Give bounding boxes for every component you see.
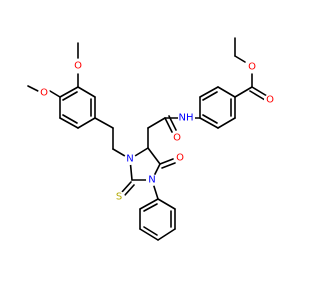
oxygen-methoxy-top: O (72, 60, 84, 72)
structure-canvas: O O O O O O NH N (27, 37, 276, 241)
oxygen-atom-label: O (266, 95, 274, 106)
bond (251, 86, 268, 97)
sulfur-atom-label: S (116, 192, 122, 203)
bond (139, 198, 159, 210)
bond (217, 117, 236, 129)
nitrogen-atom-label: N (126, 154, 133, 165)
dimethoxyphenyl-ring (59, 86, 96, 129)
bond (49, 90, 61, 98)
bond (234, 86, 253, 98)
bond (249, 90, 266, 101)
bond (164, 117, 173, 133)
bond (62, 91, 78, 101)
nitrogen-atom-label: NH (179, 113, 194, 124)
bond (77, 86, 96, 98)
methoxy-groups (27, 42, 79, 98)
oxygen-ester-ether: O (246, 61, 258, 73)
oxygen-atom-label: O (173, 133, 181, 144)
ring-carbonyl (159, 158, 176, 169)
oxygen-atom-label: O (40, 88, 48, 99)
benzoate-ring (199, 86, 236, 129)
molecule-structure: O O O O O O NH N (27, 37, 276, 241)
nitrogen-atom-label: N (148, 175, 155, 186)
oxygen-ester-carbonyl: O (264, 94, 276, 106)
bond (147, 147, 161, 165)
bond (147, 117, 166, 129)
oxygen-ring-carbonyl: O (174, 152, 186, 164)
bond (202, 91, 218, 101)
ethyl-linker (94, 117, 131, 160)
bond (202, 114, 218, 124)
bond (159, 158, 174, 165)
oxygen-atom-label: O (248, 62, 256, 73)
thione-group (121, 181, 135, 196)
bond (161, 162, 176, 169)
bond (27, 85, 39, 92)
bond (121, 181, 132, 193)
bond (143, 203, 158, 212)
n-phenyl-ring (139, 179, 176, 241)
atom-labels: O O O O O O NH N (38, 60, 276, 203)
sulfur-thione: S (113, 191, 125, 203)
bond (157, 198, 176, 210)
bond (94, 117, 114, 129)
bond (234, 55, 246, 63)
bond (217, 86, 236, 98)
nitrogen-amide: NH (178, 111, 195, 124)
bond (77, 117, 96, 129)
oxygen-methoxy-left: O (38, 87, 50, 99)
bond (59, 117, 79, 129)
bond (157, 228, 176, 241)
ethyl-ester (234, 37, 268, 101)
bond (124, 184, 135, 196)
oxygen-amide: O (171, 132, 183, 144)
bond (143, 226, 158, 236)
nitrogen-ring-lower: N (146, 174, 158, 186)
bond (62, 114, 78, 124)
bond (199, 117, 219, 129)
bond (59, 86, 79, 98)
nitrogen-ring-upper: N (124, 153, 136, 165)
oxygen-atom-label: O (74, 61, 82, 72)
oxygen-atom-label: O (176, 153, 184, 164)
bond (139, 228, 159, 241)
bond (199, 86, 219, 98)
